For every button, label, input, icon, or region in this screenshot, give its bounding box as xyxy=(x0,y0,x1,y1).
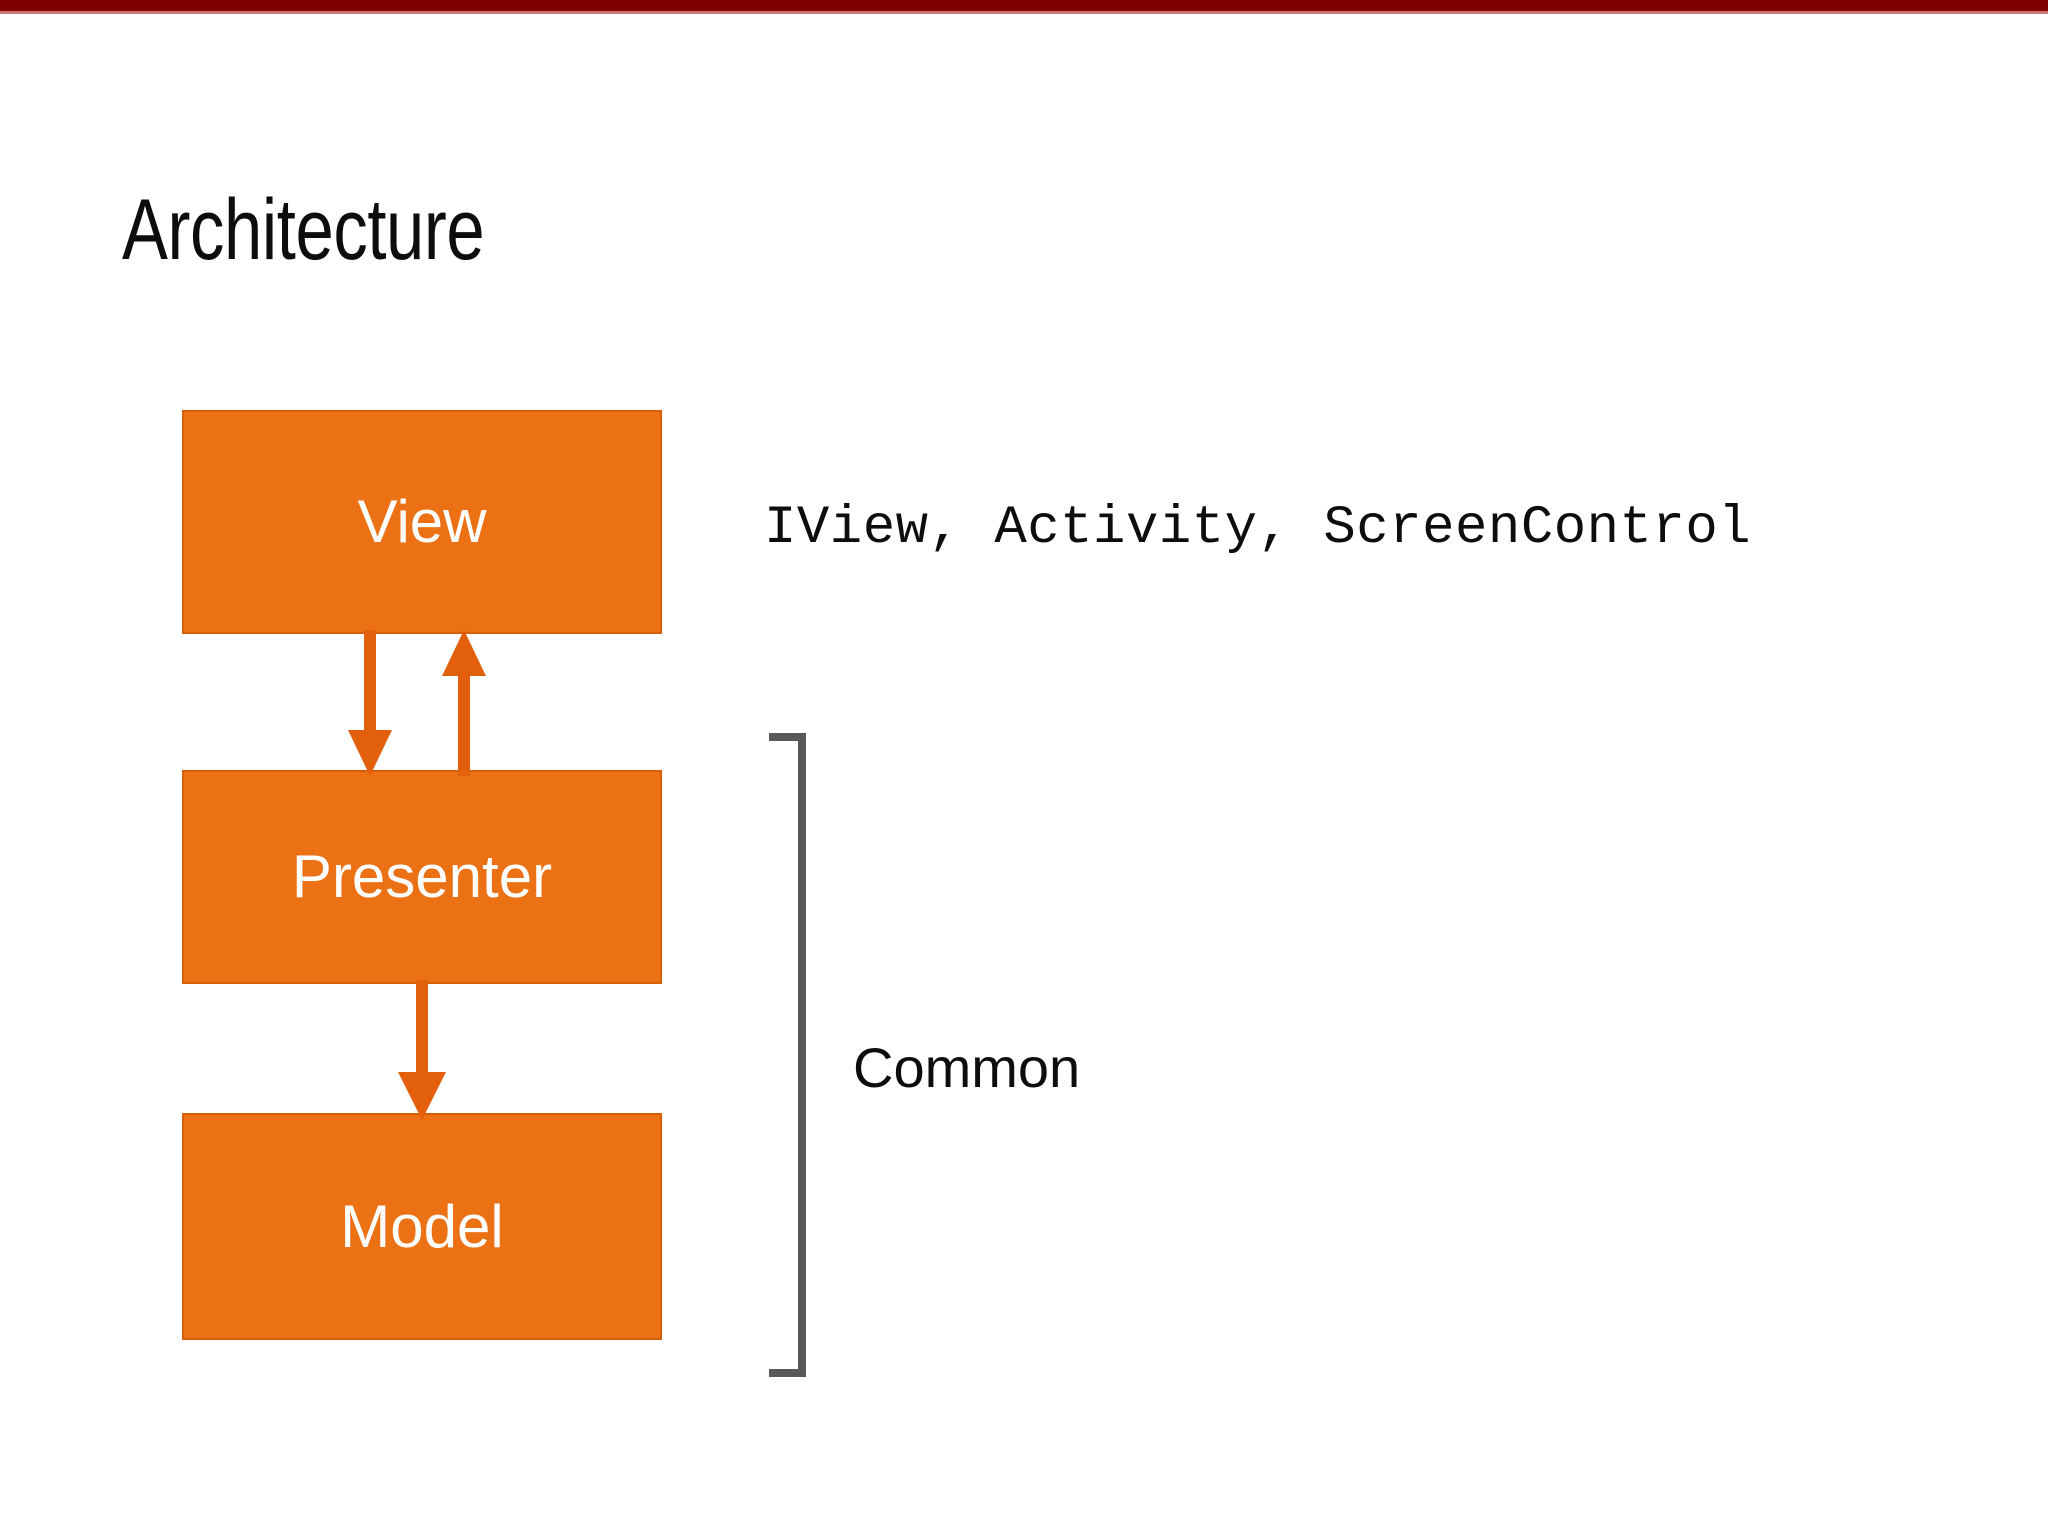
arrow-view-to-presenter-icon xyxy=(348,630,392,776)
top-accent-bar-underline xyxy=(0,11,2048,14)
view-classes-annotation: IView, Activity, ScreenControl xyxy=(764,498,1752,559)
diagram-box-view[interactable]: View xyxy=(182,410,662,634)
common-group-label: Common xyxy=(853,1036,1081,1099)
diagram-box-presenter[interactable]: Presenter xyxy=(182,770,662,984)
arrow-presenter-to-model-icon xyxy=(398,980,446,1120)
diagram-box-view-label: View xyxy=(357,488,487,555)
diagram-box-model[interactable]: Model xyxy=(182,1113,662,1340)
diagram-box-model-label: Model xyxy=(340,1192,504,1260)
arrow-presenter-to-view-icon xyxy=(442,630,486,776)
top-accent-bar xyxy=(0,0,2048,11)
common-group-bracket-icon xyxy=(769,733,806,1377)
diagram-box-presenter-label: Presenter xyxy=(291,843,553,910)
page-title: Architecture xyxy=(122,182,485,278)
